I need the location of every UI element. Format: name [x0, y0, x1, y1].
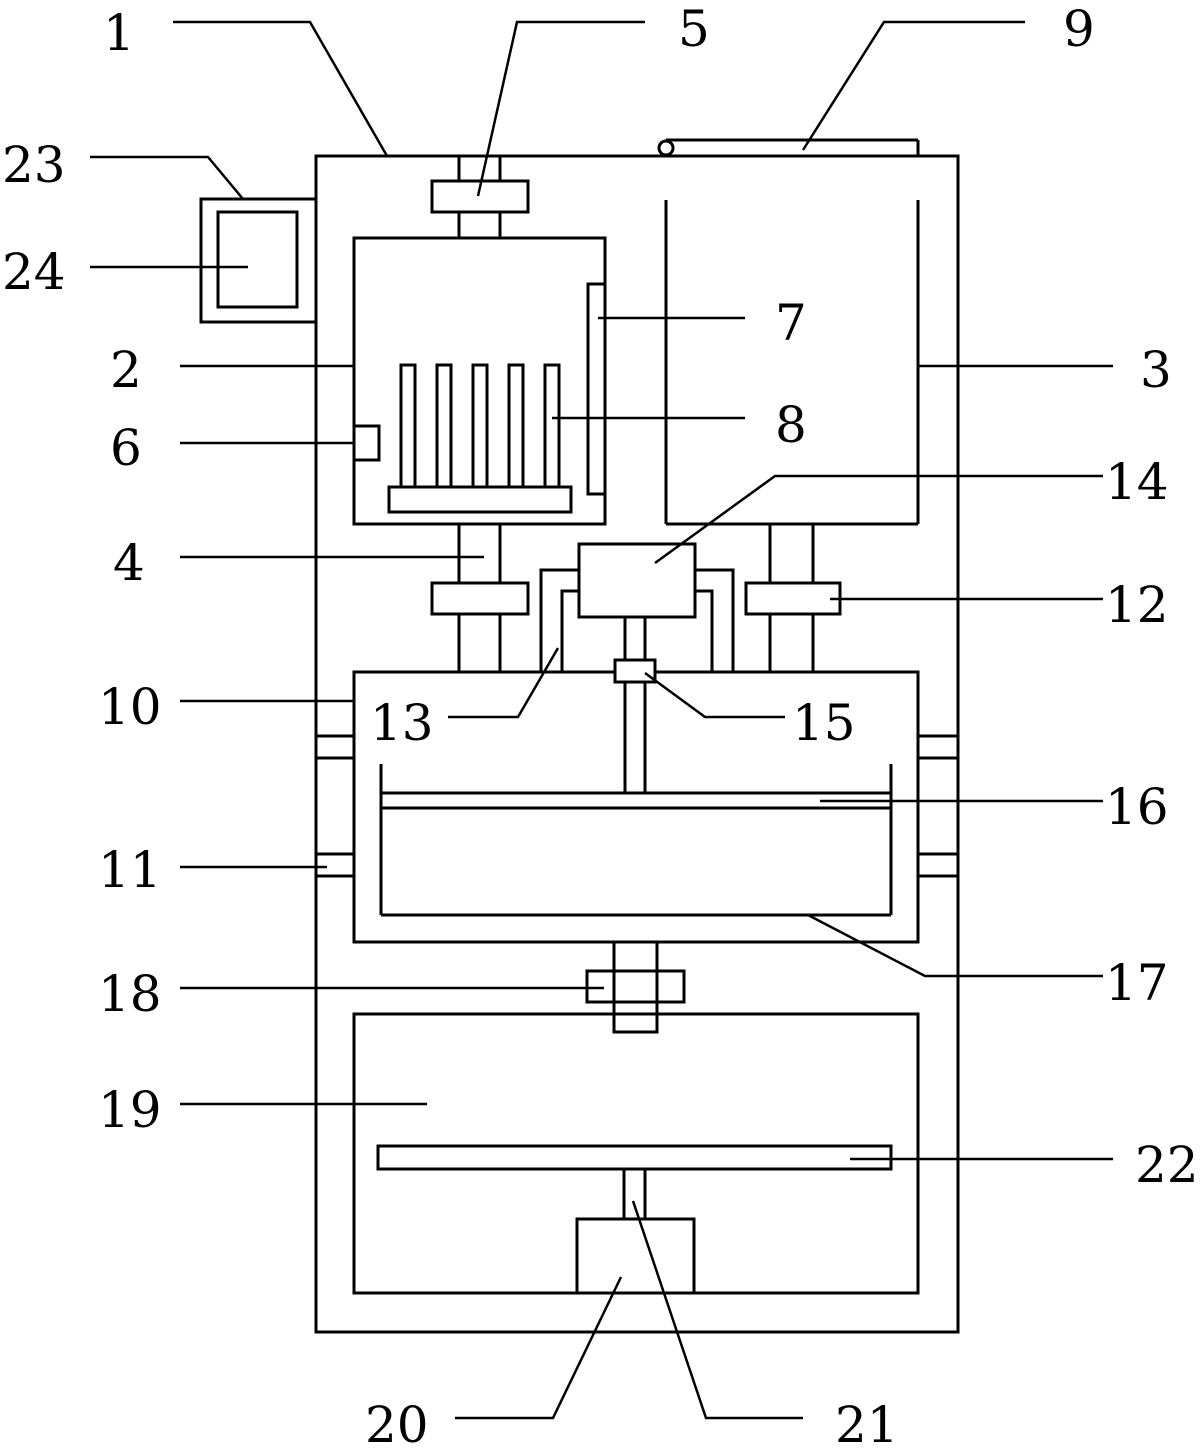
label-1: 1: [103, 4, 135, 62]
drive-shaft: [622, 1169, 647, 1219]
left-pipe-valve: [430, 581, 530, 616]
inner-basin: [379, 764, 893, 917]
label-11: 11: [98, 841, 162, 899]
label-4: 4: [113, 534, 145, 592]
label-5: 5: [678, 0, 710, 58]
label-6: 6: [110, 419, 142, 477]
label-8: 8: [775, 396, 807, 454]
label-13: 13: [370, 694, 434, 752]
sensor: [352, 424, 381, 462]
press-plate: [381, 791, 891, 810]
label-10: 10: [98, 678, 162, 736]
label-22: 22: [1135, 1136, 1199, 1194]
motor-box: [577, 542, 697, 619]
label-7: 7: [775, 294, 807, 352]
rotating-plate: [376, 1144, 893, 1171]
label-3: 3: [1140, 341, 1172, 399]
label-23: 23: [2, 136, 66, 194]
label-19: 19: [98, 1081, 162, 1139]
label-24: 24: [2, 243, 66, 301]
top-lid: [657, 138, 920, 157]
control-box: [199, 197, 318, 324]
label-21: 21: [835, 1396, 899, 1449]
bottom-valve: [585, 969, 686, 1004]
side-plate: [586, 282, 607, 496]
label-9: 9: [1063, 0, 1095, 58]
leader-lines: [90, 20, 1113, 1420]
bracket: [539, 568, 735, 672]
bottom-motor: [575, 1217, 696, 1295]
label-17: 17: [1105, 954, 1169, 1012]
label-16: 16: [1105, 778, 1169, 836]
coupling: [613, 658, 657, 684]
left-chamber: [352, 236, 607, 526]
lower-chamber: [352, 1012, 920, 1295]
label-12: 12: [1105, 576, 1169, 634]
shaft: [623, 617, 647, 793]
label-14: 14: [1105, 453, 1169, 511]
right-pipe-valve: [744, 581, 842, 616]
label-18: 18: [98, 965, 162, 1023]
label-2: 2: [110, 341, 142, 399]
label-20: 20: [365, 1396, 429, 1449]
control-screen: [216, 210, 299, 309]
label-15: 15: [792, 694, 856, 752]
comb-heater: [387, 363, 573, 514]
side-brackets: [314, 734, 960, 878]
